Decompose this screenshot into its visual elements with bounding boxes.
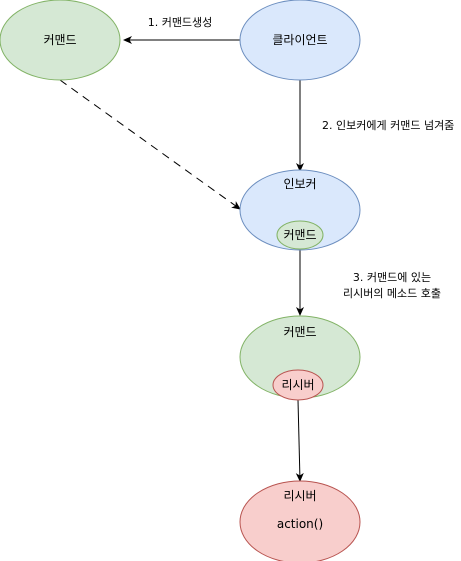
node-receiver bbox=[239, 480, 361, 561]
edge-command-to-invoker-dashed bbox=[59, 79, 241, 210]
edge-receiver-to-receiver bbox=[295, 399, 304, 482]
node-client-label: 클라이언트 bbox=[272, 33, 327, 47]
node-invoker-command-label: 커맨드 bbox=[283, 228, 316, 242]
node-invoker bbox=[239, 169, 361, 251]
node-receiver-action: action() bbox=[277, 517, 323, 531]
node-command-top bbox=[0, 0, 121, 81]
edge-label-pass-to-invoker: 2. 인보커에게 커맨드 넘겨줌 bbox=[322, 119, 454, 132]
edge-label-create-command: 1. 커맨드생성 bbox=[148, 16, 213, 29]
node-command-receiver-label: 리시버 bbox=[281, 378, 314, 392]
node-invoker-label: 인보커 bbox=[283, 177, 316, 191]
node-invoker-command bbox=[276, 220, 324, 250]
node-receiver-label: 리시버 bbox=[283, 489, 316, 503]
node-command-receiver bbox=[272, 369, 324, 401]
node-command-top-label: 커맨드 bbox=[43, 33, 76, 47]
edge-label-call-receiver-line2: 리시버의 메소드 호출 bbox=[343, 287, 441, 300]
node-client bbox=[239, 0, 361, 81]
node-command-mid-label: 커맨드 bbox=[283, 325, 316, 339]
edge-label-call-receiver-line1: 3. 커맨드에 있는 bbox=[353, 271, 431, 284]
